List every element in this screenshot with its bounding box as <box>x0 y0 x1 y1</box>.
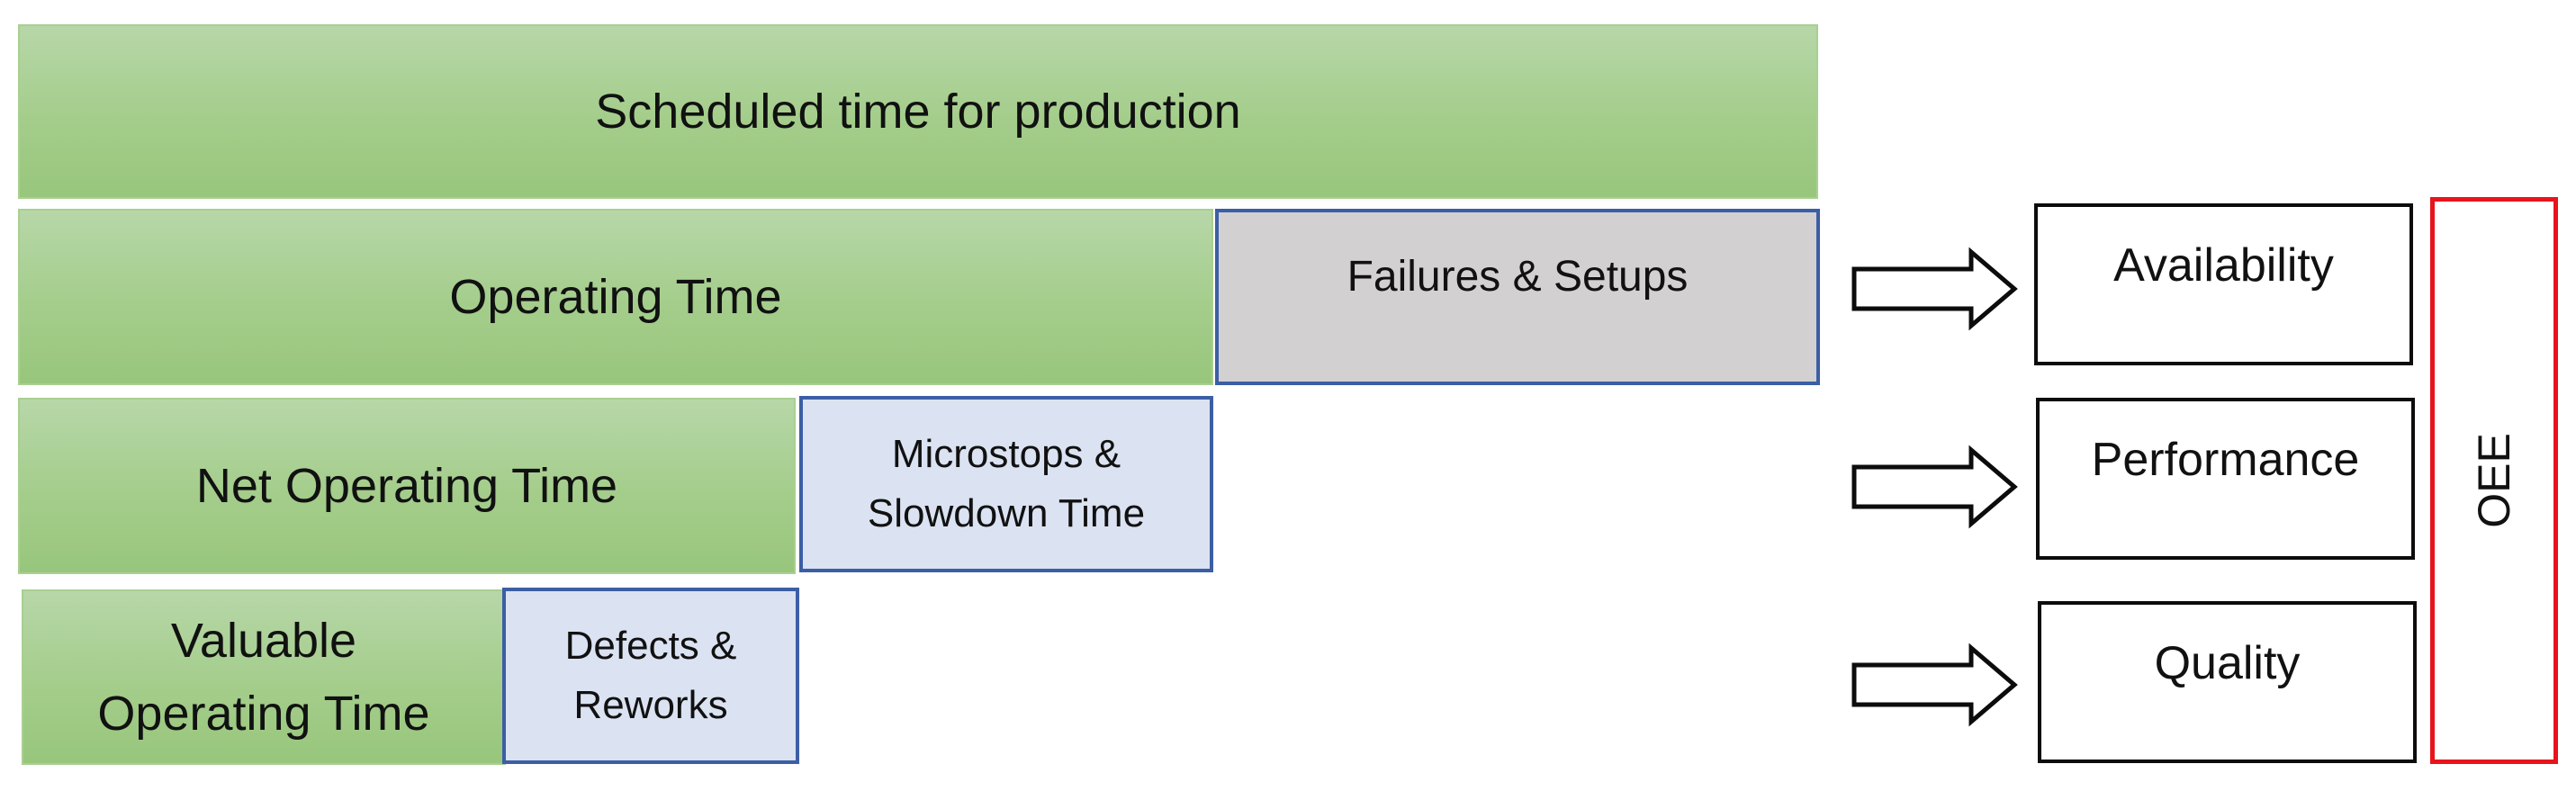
defects-label-line2: Reworks <box>573 683 728 727</box>
arrow-to-quality-icon <box>1851 643 2018 727</box>
oee-label: OEE <box>2469 433 2519 528</box>
valuable-operating-time-text: Valuable Operating Time <box>97 605 429 751</box>
microstops-slowdown-box: Microstops & Slowdown Time <box>799 396 1213 572</box>
valuable-operating-time-bar: Valuable Operating Time <box>22 589 506 765</box>
quality-label: Quality <box>2154 637 2301 689</box>
quality-box: Quality <box>2038 601 2417 763</box>
oee-box: OEE <box>2430 197 2558 764</box>
performance-box: Performance <box>2036 398 2415 560</box>
availability-label: Availability <box>2113 239 2334 292</box>
arrow-to-performance-icon <box>1851 445 2018 529</box>
failures-setups-label: Failures & Setups <box>1347 253 1689 301</box>
valuable-label-line1: Valuable <box>170 613 357 668</box>
operating-time-bar: Operating Time <box>18 209 1213 385</box>
microstops-label-line1: Microstops & <box>891 432 1121 476</box>
scheduled-time-bar: Scheduled time for production <box>18 24 1818 199</box>
defects-text: Defects & Reworks <box>565 616 737 735</box>
performance-label: Performance <box>2091 434 2360 486</box>
defects-reworks-box: Defects & Reworks <box>502 588 799 764</box>
defects-label-line1: Defects & <box>564 624 737 668</box>
failures-setups-box: Failures & Setups <box>1215 209 1820 385</box>
valuable-label-line2: Operating Time <box>97 686 430 741</box>
arrow-to-availability-icon <box>1851 247 2018 331</box>
operating-time-label: Operating Time <box>449 269 782 324</box>
microstops-label-line2: Slowdown Time <box>867 491 1146 535</box>
microstops-text: Microstops & Slowdown Time <box>868 425 1145 544</box>
net-operating-time-bar: Net Operating Time <box>18 398 796 574</box>
scheduled-time-label: Scheduled time for production <box>595 84 1241 139</box>
net-operating-time-label: Net Operating Time <box>195 458 618 513</box>
availability-box: Availability <box>2034 203 2413 365</box>
